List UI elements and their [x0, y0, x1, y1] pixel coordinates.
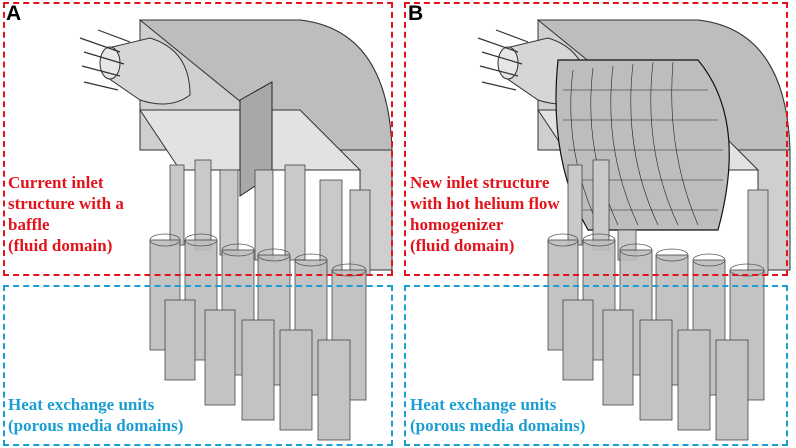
fluid-domain-label-b: New inlet structure with hot helium flow…: [410, 173, 560, 255]
fluid-domain-box-a: [3, 2, 393, 276]
fluid-domain-label-a: Current inlet structure with a baffle (f…: [8, 173, 124, 255]
fluid-domain-box-b: [404, 2, 788, 276]
panel-letter-b: B: [408, 2, 424, 25]
panel-b: B New inlet structure with hot helium fl…: [398, 0, 796, 448]
porous-domain-label-b: Heat exchange units (porous media domain…: [410, 395, 586, 435]
inlet-structure-drawing-b: [477, 19, 791, 441]
inlet-structure-drawing-a: [79, 19, 393, 441]
porous-domain-box-b: [404, 285, 788, 446]
porous-domain-label-a: Heat exchange units (porous media domain…: [8, 395, 184, 435]
porous-domain-box-a: [3, 285, 393, 446]
panel-letter-a: A: [6, 2, 22, 25]
panel-a: A Current inlet structure with a baffle …: [3, 2, 393, 446]
